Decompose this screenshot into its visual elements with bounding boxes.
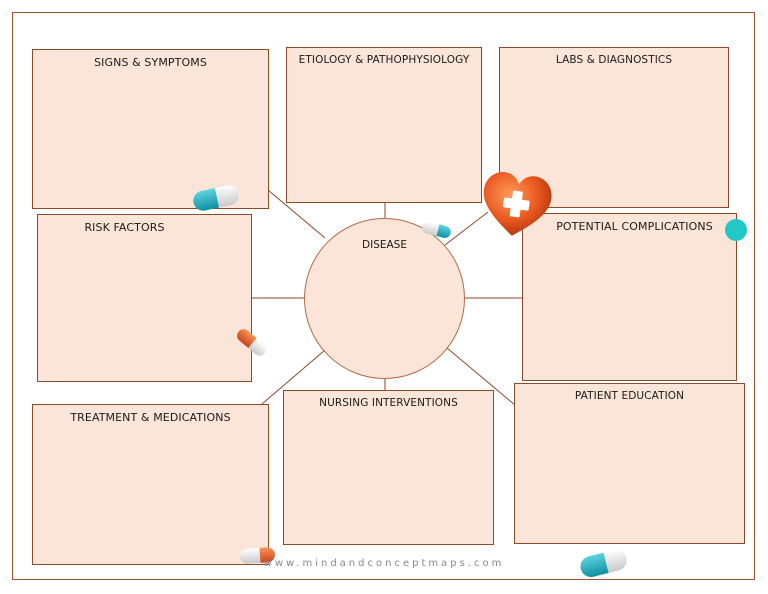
potential-complications-title: POTENTIAL COMPLICATIONS [556, 220, 713, 233]
capsule-teal-bottom-icon [580, 549, 627, 578]
capsule-orange-bottom-icon [239, 547, 275, 564]
etiology-box: ETIOLOGY & PATHOPHYSIOLOGY [286, 47, 482, 203]
patient-education-title: PATIENT EDUCATION [574, 390, 685, 402]
patient-education-box: PATIENT EDUCATION [514, 383, 745, 544]
risk-factors-box: RISK FACTORS [37, 214, 252, 382]
nursing-interventions-box: NURSING INTERVENTIONS [283, 390, 494, 545]
risk-factors-title: RISK FACTORS [84, 221, 165, 234]
signs-symptoms-box: SIGNS & SYMPTOMS [32, 49, 269, 209]
labs-diagnostics-title: LABS & DIAGNOSTICS [555, 54, 673, 66]
potential-complications-box: POTENTIAL COMPLICATIONS [522, 213, 737, 381]
capsule-teal-icon [193, 185, 239, 211]
treatment-medications-box: TREATMENT & MEDICATIONS [32, 404, 269, 565]
heart-plus-icon [483, 172, 552, 236]
disease-circle: DISEASE [304, 218, 465, 379]
connector-treatment [261, 349, 326, 405]
capsule-teal-small-icon [422, 221, 451, 238]
capsule-orange-icon [237, 329, 267, 356]
connector-education [446, 347, 516, 406]
disease-label: DISEASE [362, 239, 407, 251]
teal-dot-icon [725, 219, 747, 241]
signs-symptoms-title: SIGNS & SYMPTOMS [94, 56, 207, 69]
page-frame [12, 12, 755, 580]
treatment-medications-title: TREATMENT & MEDICATIONS [70, 411, 231, 424]
connector-signs [267, 189, 326, 239]
nursing-interventions-title: NURSING INTERVENTIONS [319, 397, 458, 409]
etiology-title: ETIOLOGY & PATHOPHYSIOLOGY [298, 54, 470, 66]
connector-complications-top [444, 211, 489, 246]
website-footer: www.mindandconceptmaps.com [263, 558, 505, 569]
